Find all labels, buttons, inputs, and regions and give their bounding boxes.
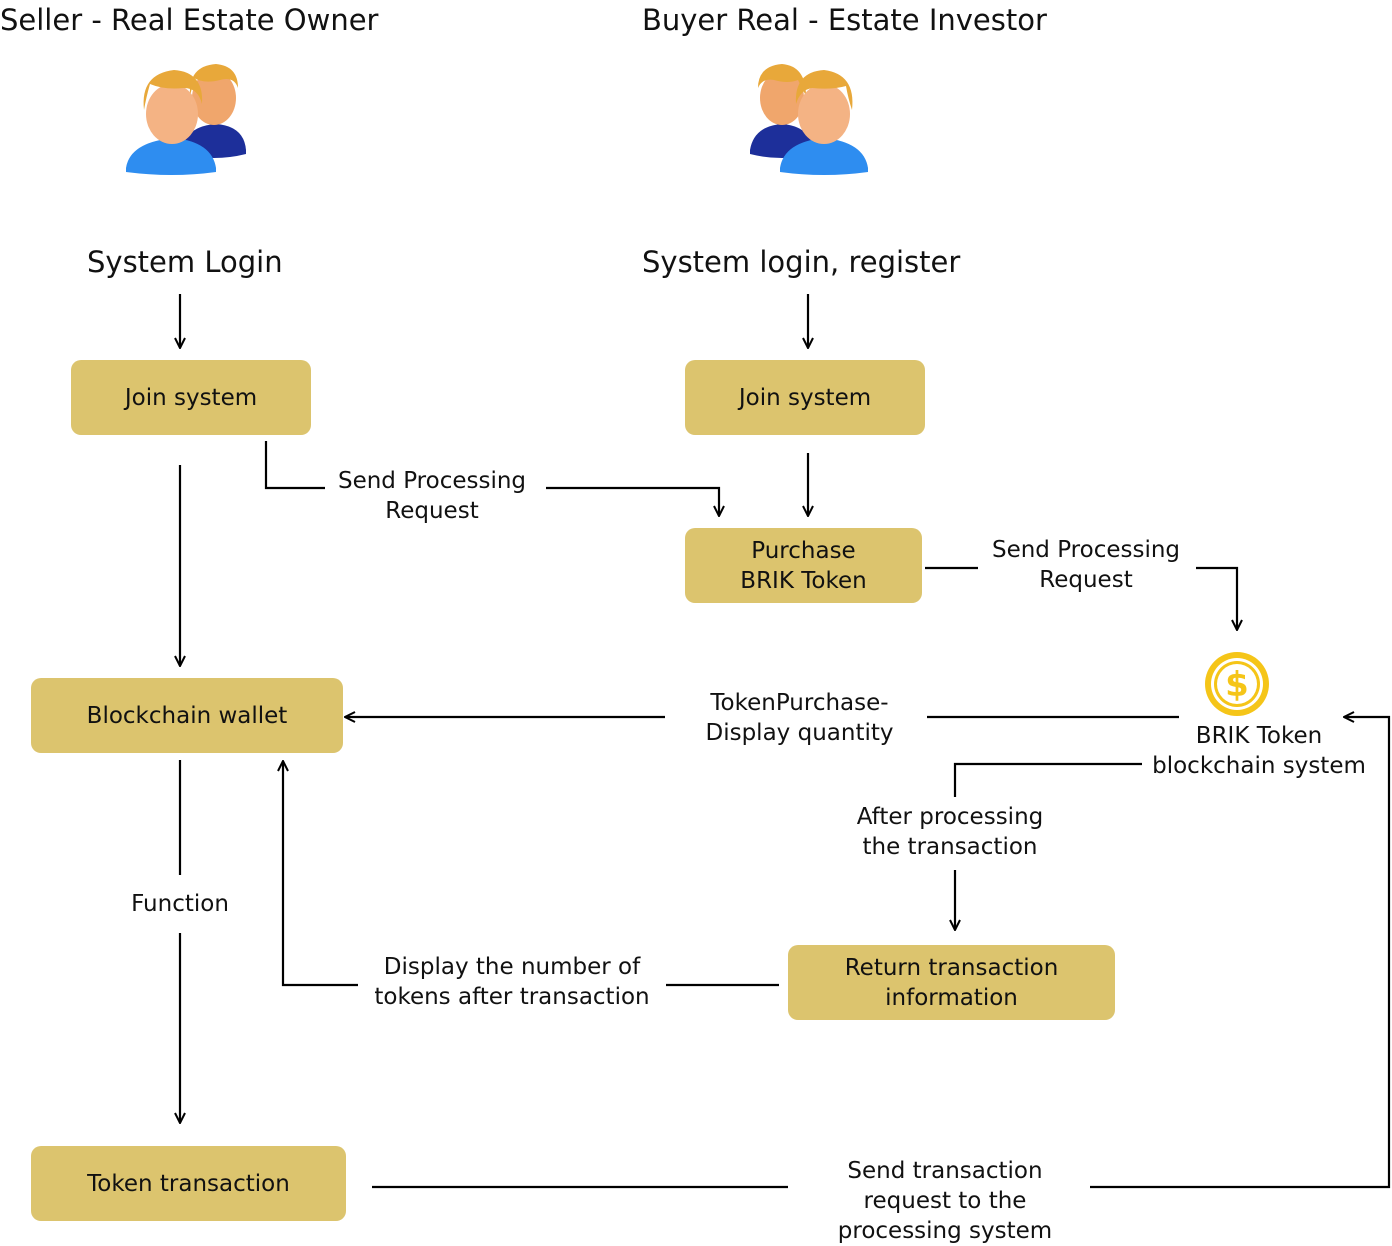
function-label: Function [112, 889, 248, 919]
purchase-display-line-1: TokenPurchase- [710, 690, 889, 716]
send-tx-line-2: request to the [863, 1188, 1027, 1214]
buyer-send-request-label: Send Processing Request [980, 535, 1192, 595]
seller-title: Seller - Real Estate Owner [0, 3, 379, 37]
buyer-join-system-node[interactable]: Join system [685, 360, 925, 435]
display-after-line-2: tokens after transaction [374, 984, 650, 1010]
arrow-purchase-to-system [925, 566, 1237, 630]
dollar-coin-icon: $ [1205, 652, 1269, 716]
brik-system-label: BRIK Token blockchain system [1146, 721, 1372, 781]
purchase-display-label: TokenPurchase- Display quantity [672, 688, 927, 748]
blockchain-wallet-label: Blockchain wallet [86, 702, 288, 729]
after-processing-label: After processing the transaction [840, 802, 1060, 862]
seller-send-line-2: Request [385, 498, 479, 524]
display-after-line-1: Display the number of [383, 954, 641, 980]
seller-join-system-node[interactable]: Join system [71, 360, 311, 435]
arrow-return-to-wallet [283, 761, 779, 987]
return-info-line-1: Return transaction [844, 954, 1059, 981]
arrow-token-tx-to-system [1090, 717, 1391, 1189]
seller-send-line-1: Send Processing [337, 468, 527, 494]
seller-login-heading: System Login [87, 245, 283, 279]
send-tx-line-1: Send transaction [847, 1158, 1043, 1184]
arrow-seller-send-request [264, 441, 719, 516]
line-system-to-return [953, 762, 1142, 797]
seller-users-icon [126, 64, 246, 175]
send-tx-request-label: Send transaction request to the processi… [810, 1156, 1080, 1246]
after-line-1: After processing [856, 804, 1044, 830]
purchase-brik-token-node[interactable]: Purchase BRIK Token [685, 528, 922, 603]
buyer-send-line-1: Send Processing [991, 537, 1181, 563]
brik-system-line-1: BRIK Token [1195, 723, 1323, 749]
token-transaction-label: Token transaction [87, 1170, 290, 1197]
blockchain-wallet-node[interactable]: Blockchain wallet [31, 678, 343, 753]
seller-join-system-label: Join system [124, 384, 258, 411]
buyer-login-heading: System login, register [642, 245, 961, 279]
display-after-tx-label: Display the number of tokens after trans… [358, 952, 666, 1012]
return-transaction-info-node[interactable]: Return transaction information [788, 945, 1115, 1020]
buyer-title: Buyer Real - Estate Investor [642, 3, 1047, 37]
buyer-send-line-2: Request [1039, 567, 1133, 593]
buyer-join-system-label: Join system [738, 384, 872, 411]
purchase-line-2: BRIK Token [740, 567, 867, 594]
send-tx-line-3: processing system [837, 1218, 1053, 1244]
after-line-2: the transaction [862, 834, 1038, 860]
purchase-line-1: Purchase [751, 537, 856, 564]
svg-text:$: $ [1225, 665, 1249, 705]
return-info-line-2: information [885, 984, 1018, 1011]
token-transaction-node[interactable]: Token transaction [31, 1146, 346, 1221]
seller-send-request-label: Send Processing Request [325, 466, 539, 526]
purchase-display-line-2: Display quantity [705, 720, 894, 746]
brik-system-line-2: blockchain system [1152, 753, 1366, 779]
buyer-users-icon [750, 64, 868, 175]
